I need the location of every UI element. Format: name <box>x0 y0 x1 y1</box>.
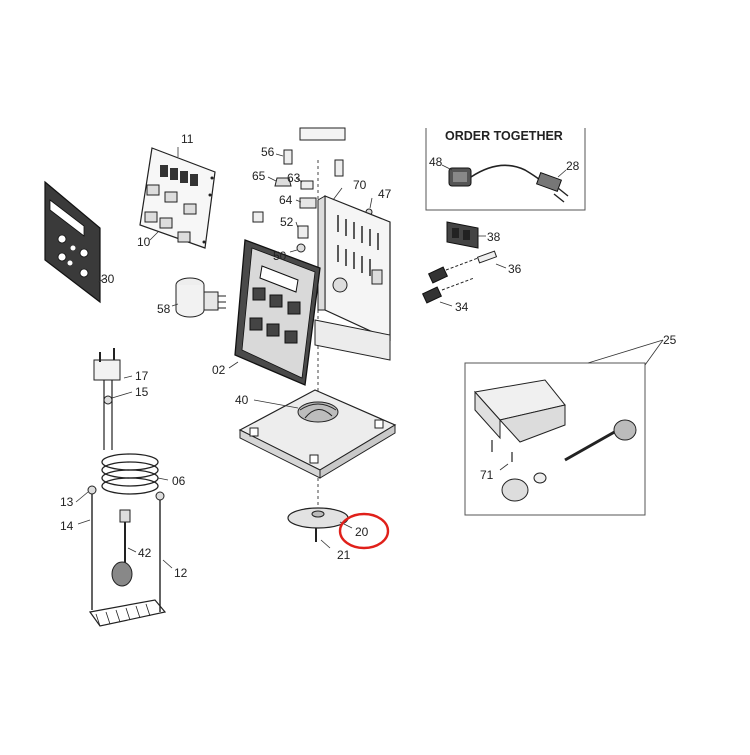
label-17: 17 <box>135 369 149 383</box>
label-30: 30 <box>101 272 115 286</box>
label-28: 28 <box>566 159 580 173</box>
label-70: 70 <box>353 178 367 192</box>
part-labels: 11 56 65 63 64 52 50 70 47 10 30 58 02 4… <box>60 132 677 580</box>
label-12: 12 <box>174 566 188 580</box>
part-58-capacitor <box>171 277 226 318</box>
label-10: 10 <box>137 235 151 249</box>
part-10-control-board <box>139 147 216 249</box>
label-06: 06 <box>172 474 186 488</box>
part-02-front-panel <box>228 239 321 386</box>
label-11: 11 <box>181 132 194 146</box>
small-hardware-parts <box>252 149 373 253</box>
order-together-box <box>425 128 586 211</box>
label-13: 13 <box>60 495 74 509</box>
label-65: 65 <box>252 169 266 183</box>
label-25: 25 <box>663 333 677 347</box>
label-38: 38 <box>487 230 501 244</box>
label-34: 34 <box>455 300 469 314</box>
label-56: 56 <box>261 145 275 159</box>
part-20-highlight-circle <box>338 512 390 550</box>
part-30-front-overlay <box>44 180 107 304</box>
label-64: 64 <box>279 193 293 207</box>
part-38-rocker-switch <box>446 221 486 249</box>
part-12-rod <box>155 491 173 612</box>
part-70-rear-housing <box>299 127 391 361</box>
part-21-screw <box>315 528 331 549</box>
label-52: 52 <box>280 215 294 229</box>
label-36: 36 <box>508 262 522 276</box>
part-42-float <box>111 509 137 587</box>
basket <box>88 599 167 627</box>
part-40-base-plate <box>238 389 397 479</box>
order-together-title: ORDER TOGETHER <box>445 129 563 143</box>
part-34-fuse-holders <box>421 257 479 307</box>
label-02: 02 <box>212 363 226 377</box>
label-42: 42 <box>138 546 152 560</box>
label-14: 14 <box>60 519 74 533</box>
part-20-disc <box>287 507 353 529</box>
part-25-kit-box <box>464 339 664 516</box>
part-14-rod <box>75 485 97 610</box>
label-40: 40 <box>235 393 249 407</box>
label-50: 50 <box>273 249 287 263</box>
label-71: 71 <box>480 468 494 482</box>
label-15: 15 <box>135 385 149 399</box>
label-48: 48 <box>429 155 443 169</box>
label-47: 47 <box>378 187 392 201</box>
label-58: 58 <box>157 302 171 316</box>
part-36-fuse <box>476 250 507 269</box>
label-21: 21 <box>337 548 351 562</box>
label-20: 20 <box>355 525 369 539</box>
part-06-heating-coil <box>93 348 169 495</box>
label-63: 63 <box>287 171 301 185</box>
